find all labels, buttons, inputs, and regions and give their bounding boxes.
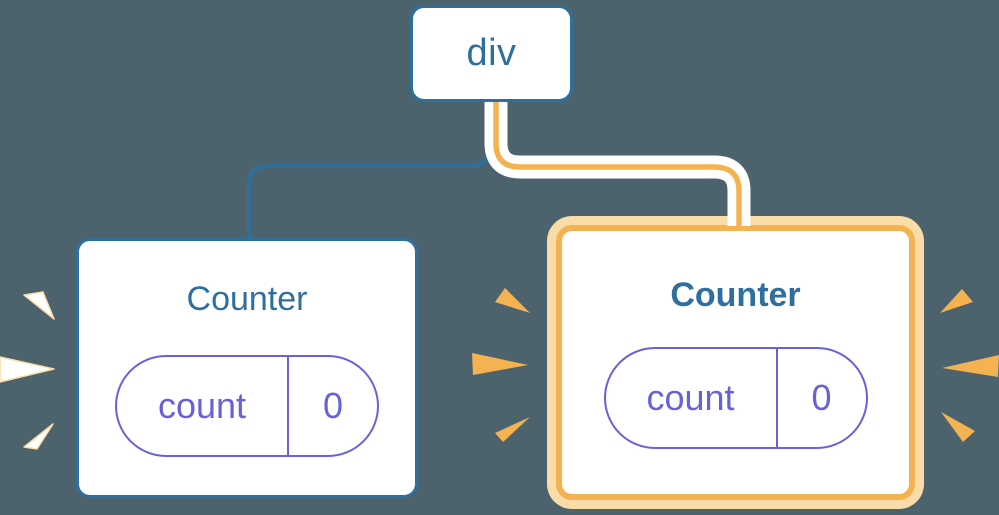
counter-label: Counter: [670, 276, 801, 314]
spark-icon: [940, 289, 973, 313]
state-key: count: [606, 349, 778, 447]
counter-node-left: Counter count 0: [76, 238, 418, 498]
connector-left-edge: [247, 96, 491, 240]
spark-icon: [0, 356, 55, 383]
connector-right-edge-casing: [484, 96, 751, 226]
connector-right-edge-core: [493, 96, 742, 231]
sparks-right-counter-left: [472, 288, 530, 442]
state-pill: count 0: [603, 347, 868, 449]
counter-label: Counter: [186, 279, 308, 318]
state-pill: count 0: [115, 354, 379, 457]
sparks-left-counter: [0, 291, 55, 450]
state-key: count: [117, 356, 289, 455]
root-node-div: div: [410, 5, 573, 102]
sparks-right-counter-right: [940, 289, 999, 442]
counter-node-right-highlighted: Counter count 0: [556, 225, 915, 500]
spark-icon: [495, 288, 530, 313]
state-value: 0: [322, 384, 344, 426]
spark-icon: [23, 423, 54, 450]
state-value: 0: [811, 377, 832, 418]
spark-icon: [942, 355, 999, 377]
root-node-label: div: [466, 32, 517, 74]
spark-icon: [23, 291, 55, 320]
spark-icon: [495, 417, 530, 442]
spark-icon: [472, 353, 528, 375]
spark-icon: [941, 412, 975, 442]
